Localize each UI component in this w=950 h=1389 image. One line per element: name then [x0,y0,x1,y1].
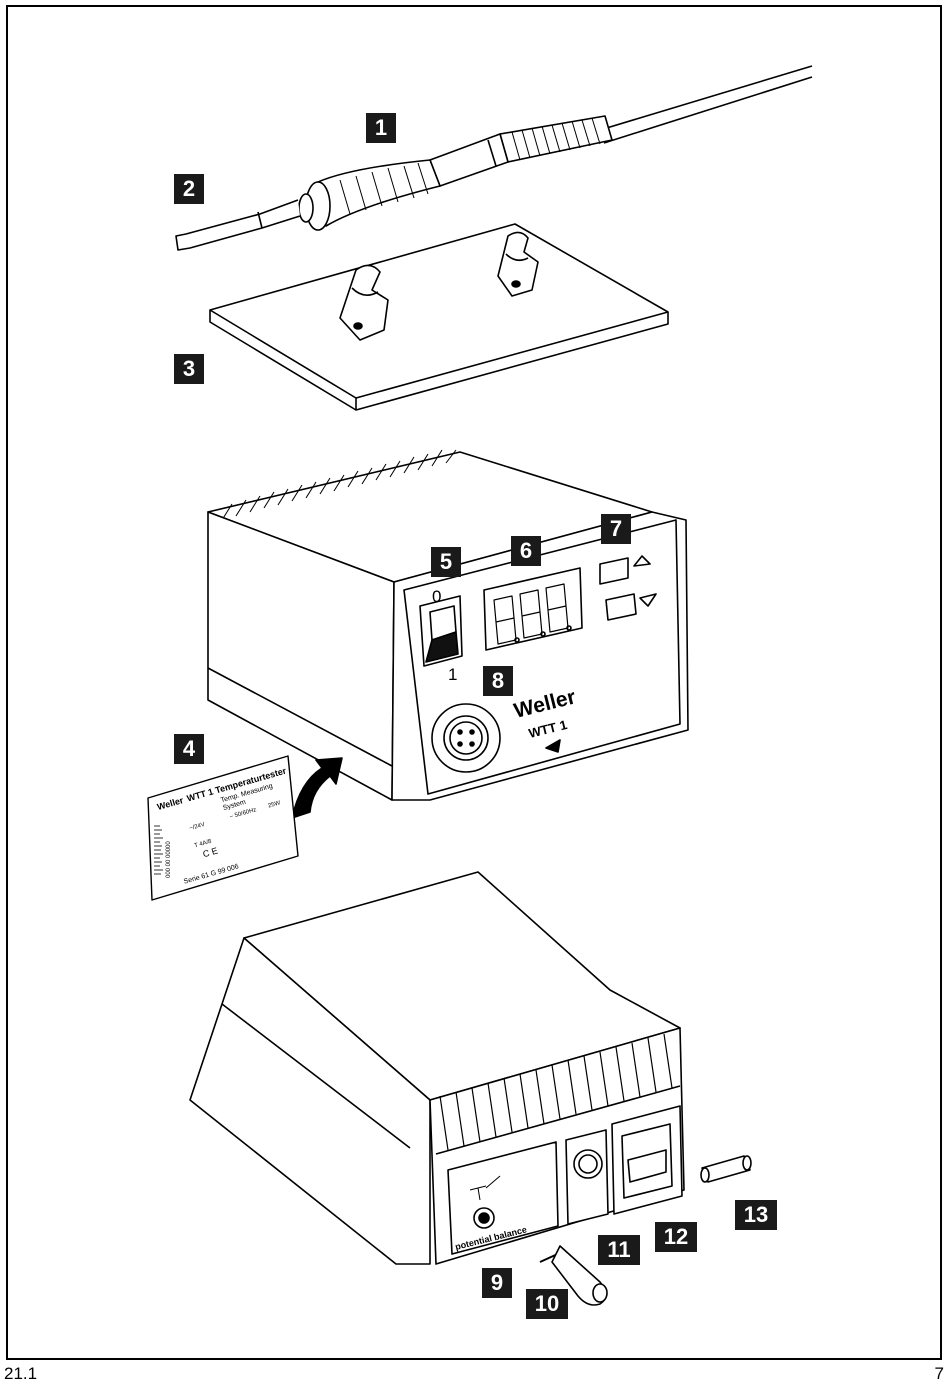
callout-7: 7 [601,514,631,544]
callout-2: 2 [174,174,204,204]
callout-6: 6 [511,536,541,566]
front-unit [208,450,688,800]
switch-off-label: 0 [432,587,441,606]
callout-9: 9 [482,1268,512,1298]
callout-10: 10 [526,1289,568,1319]
footer-page-number: 7 [935,1364,944,1384]
rear-unit [190,872,684,1264]
switch-on-label: 1 [448,665,457,684]
footer-doc-version: 21.1 [4,1364,37,1384]
callout-3: 3 [174,354,204,384]
callout-1: 1 [366,113,396,143]
callout-13: 13 [735,1200,777,1230]
callout-5: 5 [431,547,461,577]
callout-12: 12 [655,1222,697,1252]
iron-stand [210,224,668,410]
callout-11: 11 [598,1235,640,1265]
callout-4: 4 [174,734,204,764]
callout-8: 8 [483,666,513,696]
rating-barcode-text: 000 00 00000 [166,841,172,878]
arrow-icon [292,758,342,818]
fuse-cartridge [701,1156,751,1182]
soldering-iron [176,66,812,250]
